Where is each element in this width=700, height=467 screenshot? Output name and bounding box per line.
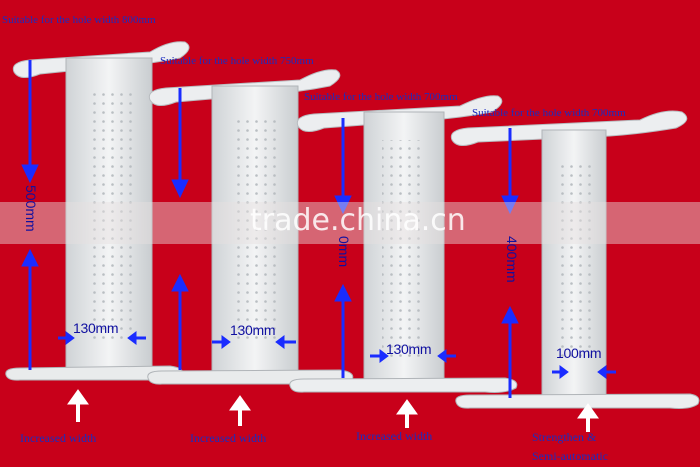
white-up-arrows (67, 389, 599, 432)
bottom-label-4a: Strengthen & (532, 430, 597, 444)
bottom-label-3: Increased width (356, 429, 433, 443)
bottom-label-1: Increased width (20, 431, 97, 445)
bottom-label-4b: Semi-automatic (532, 449, 608, 463)
width-label-3: 130mm (386, 341, 432, 357)
width-label-4: 100mm (556, 345, 602, 361)
hole-label-3: Suitable for the hole width 700mm (304, 91, 458, 103)
bracket-4 (450, 110, 700, 409)
height-label-3: 0mm (336, 236, 352, 268)
hole-label-1: Suitable for the hole width 800mm (2, 14, 156, 26)
width-arrows (58, 331, 616, 379)
bracket-3 (289, 95, 518, 393)
hole-label-2: Suitable for the hole width 750mm (160, 55, 314, 67)
width-label-1: 130mm (73, 320, 119, 336)
height-label-4: 400mm (504, 236, 520, 283)
hole-label-4: Suitable for the hole width 700mm (472, 107, 626, 119)
height-arrows (21, 60, 519, 398)
watermark-band (0, 202, 700, 244)
height-label-1: 500mm (23, 185, 39, 232)
watermark-text: trade.china.cn (250, 203, 466, 238)
width-label-2: 130mm (230, 322, 276, 338)
bottom-label-2: Increased width (190, 431, 267, 445)
